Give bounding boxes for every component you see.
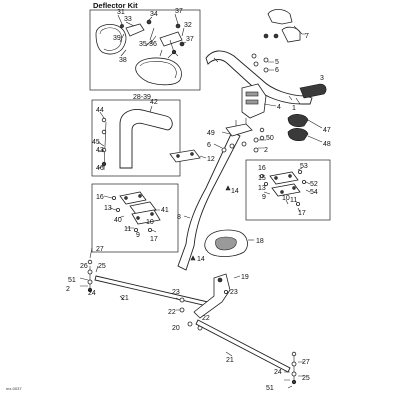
callout-23a: 23 [172,289,180,296]
callout-14a: 14 [231,188,239,195]
callout-2b: 2 [66,286,70,293]
callout-19: 19 [241,274,249,281]
callout-42: 42 [150,99,158,106]
callout-37b: 37 [186,36,194,43]
handle-box: 42 44 45 43 46 [91,99,181,177]
deflector-bracket-b [159,31,183,47]
callout-28-39: 28-39 [133,94,151,101]
callout-22a: 22 [168,309,176,316]
callout-12: 12 [207,156,215,163]
grip-48 [287,128,309,142]
handguard-left [267,9,293,25]
callout-20: 20 [172,325,180,332]
callout-26: 26 [80,263,88,270]
callout-33: 33 [124,16,132,23]
callout-9b: 9 [262,194,266,201]
callout-2a: 2 [264,147,268,154]
callout-34: 34 [150,11,158,18]
callout-48: 48 [323,141,331,148]
callout-15a: 15 [258,175,266,182]
callout-23b: 23 [230,289,238,296]
callout-17a: 17 [150,236,158,243]
right-bracket-box: 16 15 13 53 52 54 9 10 11 17 [245,159,331,221]
callout-21b: 21 [226,357,234,364]
callout-14b: 14 [197,256,205,263]
callout-38: 38 [119,57,127,64]
callout-44: 44 [96,107,104,114]
callout-50: 50 [266,135,274,142]
steering-column-tube [177,131,241,271]
callout-52: 52 [310,181,318,188]
mount-plate-assembly: 18 [204,229,264,257]
callout-18: 18 [256,238,264,245]
callout-8: 8 [177,214,181,221]
callout-24b: 24 [274,369,282,376]
callout-25b: 25 [302,375,310,382]
handlebar-assembly: 7 1 3 5 6 4 47 48 [205,9,331,148]
callout-4: 4 [277,104,281,111]
callout-39: 39 [113,35,121,42]
callout-7: 7 [305,33,309,40]
callout-11a: 11 [124,226,131,233]
callout-32: 32 [184,22,192,29]
plate-12 [169,149,201,163]
callout-46: 46 [96,165,104,172]
callout-51a: 51 [68,277,76,284]
callout-6a: 6 [275,67,279,74]
callout-17b: 17 [298,210,306,217]
callout-10a: 10 [146,219,154,226]
callout-27a: 27 [96,246,104,253]
callout-27b: 27 [302,359,310,366]
callout-40: 40 [114,217,122,224]
deflector-lower [135,57,182,86]
callout-43: 43 [96,147,104,154]
callout-54: 54 [310,189,318,196]
callout-6b: 6 [207,142,211,149]
callout-21a: 21 [121,295,129,302]
callout-3: 3 [320,75,324,82]
callout-22b: 22 [202,315,210,322]
callout-35-36: 35-36 [139,41,157,48]
tie-rod-upper: 27 26 25 51 24 2 21 23 22 20 [66,246,209,332]
callout-41: 41 [161,207,169,214]
callout-47: 47 [323,127,331,134]
callout-16a: 16 [96,194,104,201]
deflector-kit-box: Deflector Kit 31 33 34 37 32 37 39 35-36… [89,1,201,91]
callout-5: 5 [275,59,279,66]
handguard-right [281,26,301,43]
arm-19 [193,273,231,319]
handle-42 [119,109,173,169]
callout-13a: 13 [104,205,112,212]
callout-1: 1 [292,105,296,112]
callout-31: 31 [117,9,125,16]
steering-column: 8 49 6 50 2 12 14 14 [169,118,274,271]
bracket-53 [269,171,299,185]
callout-53: 53 [300,163,308,170]
left-bracket-box: 16 13 40 41 11 9 10 17 [91,183,179,253]
callout-37: 37 [175,8,183,15]
callout-16b: 16 [258,165,266,172]
grip-47 [287,114,309,128]
callout-11b: 11 [290,197,297,204]
deflector-bracket-a [125,23,145,37]
deflector-kit-title: Deflector Kit [93,1,138,10]
callout-9a: 9 [136,232,140,239]
tie-rod-lower: 21 27 25 24 51 [195,319,310,392]
callout-24a: 24 [88,290,96,297]
grip-3 [299,83,327,99]
callout-45: 45 [92,139,100,146]
bracket-40-left [119,191,147,205]
callout-49: 49 [207,130,215,137]
callout-51b: 51 [266,385,274,392]
handlebar-tube [205,50,313,105]
column-clamp [225,123,253,137]
callout-25a: 25 [98,263,106,270]
callout-10b: 10 [282,195,290,202]
callout-13b: 13 [258,185,266,192]
footer-code: mx-0037 [6,386,22,391]
